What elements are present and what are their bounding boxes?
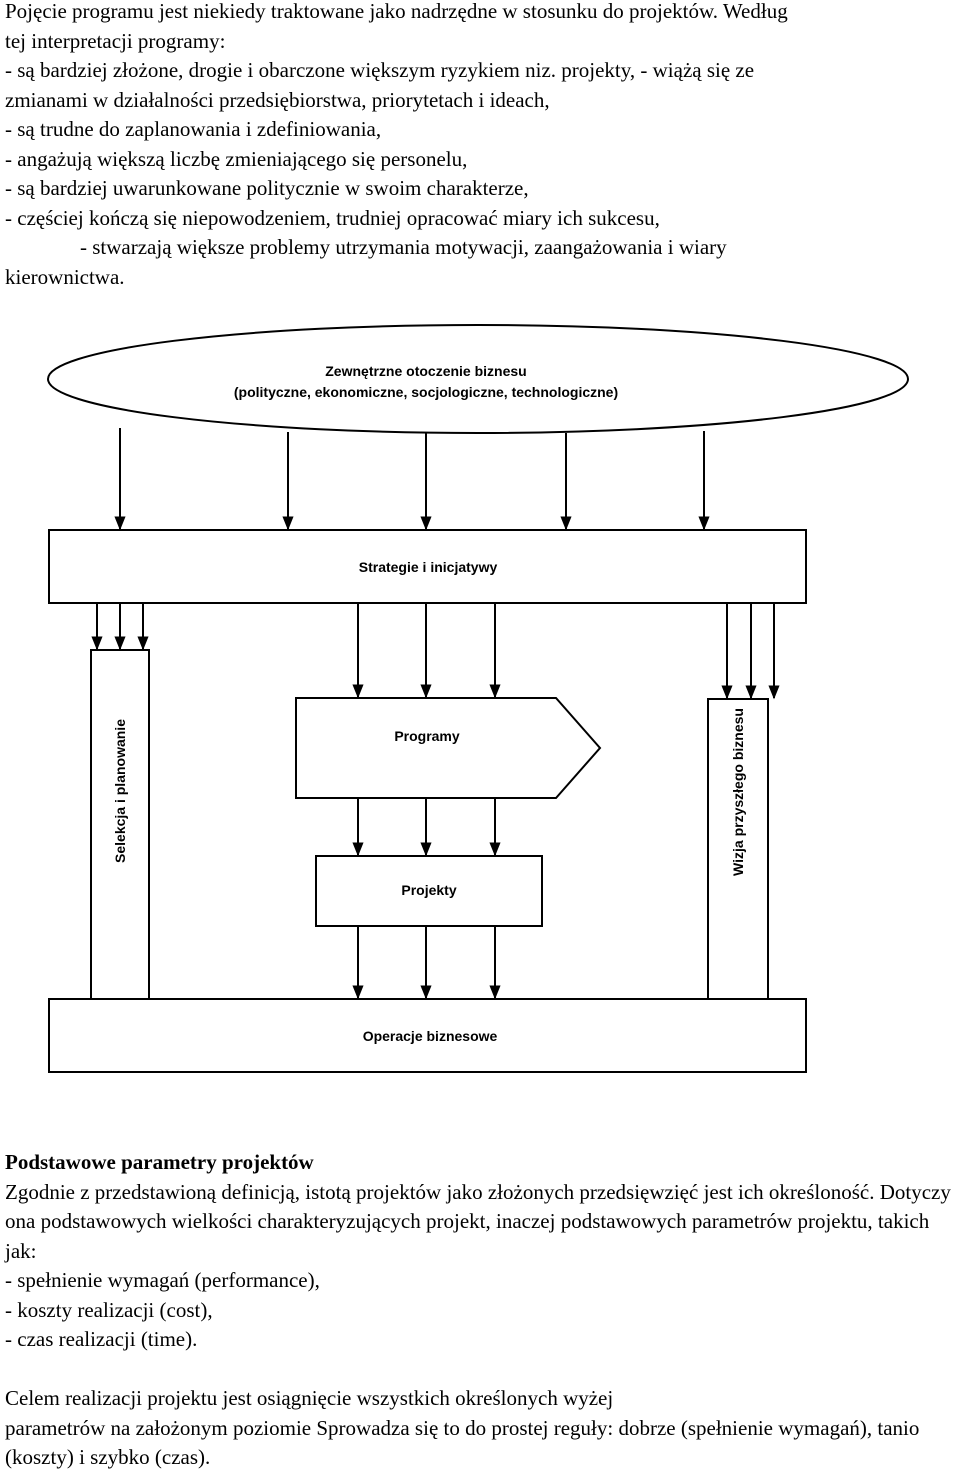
- intro-text: Pojęcie programu jest niekiedy traktowan…: [5, 0, 955, 292]
- intro-line: Pojęcie programu jest niekiedy traktowan…: [5, 0, 788, 23]
- intro-line: - są bardziej złożone, drogie i obarczon…: [5, 58, 755, 82]
- list-item: - czas realizacji (time).: [5, 1327, 198, 1351]
- vision-column: [707, 698, 769, 1000]
- spacer: [5, 1355, 955, 1385]
- parameters-section: Podstawowe parametry projektów Zgodnie z…: [5, 1148, 955, 1473]
- programs-shape: [295, 697, 602, 799]
- programs-label: Programy: [394, 728, 460, 744]
- selection-label: Selekcja i planowanie: [112, 719, 128, 863]
- intro-line: - angażują większą liczbę zmieniającego …: [5, 146, 468, 171]
- intro-line: - częściej kończą się niepowodzeniem, tr…: [5, 205, 660, 230]
- intro-line: kierownictwa.: [5, 264, 125, 289]
- business-diagram: Zewnętrzne otoczenie biznesu (polityczne…: [47, 324, 909, 1073]
- operations-band: [48, 998, 807, 1073]
- intro-line: - są bardziej uwarunkowane politycznie w…: [5, 176, 529, 200]
- selection-column: [90, 649, 150, 1001]
- paragraph: parametrów na założonym poziomie Sprowad…: [5, 1415, 920, 1470]
- projects-label: Projekty: [401, 882, 456, 898]
- projects-box: [315, 855, 543, 927]
- environment-title: Zewnętrzne otoczenie biznesu: [325, 363, 526, 379]
- operations-label: Operacje biznesowe: [363, 1028, 498, 1044]
- environment-subtitle: (polityczne, ekonomiczne, socjologiczne,…: [234, 384, 618, 400]
- section-heading: Podstawowe parametry projektów: [5, 1150, 314, 1174]
- strategies-band: [48, 529, 807, 604]
- intro-line: zmianami w działalności przedsiębiorstwa…: [5, 87, 550, 112]
- intro-line: - stwarzają większe problemy utrzymania …: [80, 235, 727, 259]
- list-item: - spełnienie wymagań (performance),: [5, 1268, 320, 1292]
- paragraph: Zgodnie z przedstawioną definicją, istot…: [5, 1179, 951, 1263]
- intro-line: tej interpretacji programy:: [5, 28, 226, 53]
- strategies-label: Strategie i inicjatywy: [359, 559, 498, 575]
- intro-line: - są trudne do zaplanowania i zdefiniowa…: [5, 117, 382, 141]
- paragraph-line: Celem realizacji projektu jest osiągnięc…: [5, 1386, 614, 1410]
- vision-label: Wizja przyszłego biznesu: [730, 708, 746, 876]
- environment-ellipse: [47, 324, 909, 434]
- list-item: - koszty realizacji (cost),: [5, 1297, 213, 1322]
